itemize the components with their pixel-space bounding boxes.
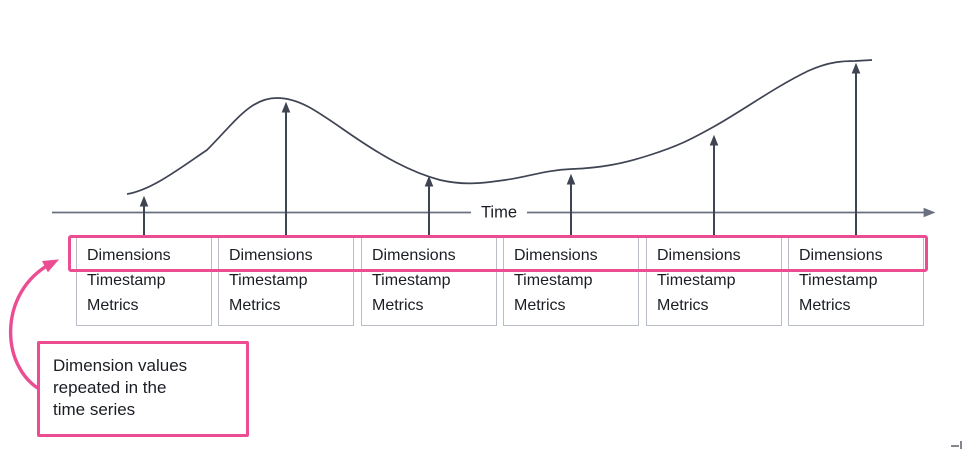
record-box-4: Dimensions Timestamp Metrics: [503, 235, 639, 326]
record-field-metrics: Metrics: [372, 297, 424, 314]
record-field-metrics: Metrics: [799, 297, 851, 314]
record-field-timestamp: Timestamp: [799, 272, 878, 289]
record-box-2: Dimensions Timestamp Metrics: [218, 235, 354, 326]
record-box-1: Dimensions Timestamp Metrics: [76, 235, 212, 326]
record-field-timestamp: Timestamp: [87, 272, 166, 289]
corner-artifact: [951, 441, 962, 449]
dimensions-highlight-rect: [68, 235, 928, 272]
record-field-timestamp: Timestamp: [514, 272, 593, 289]
annotation-line-3: time series: [53, 400, 136, 419]
record-field-dimensions: Dimensions: [799, 247, 883, 264]
annotation-line-1: Dimension values: [53, 356, 188, 375]
record-field-metrics: Metrics: [514, 297, 566, 314]
record-field-metrics: Metrics: [229, 297, 281, 314]
record-box-3: Dimensions Timestamp Metrics: [361, 235, 497, 326]
annotation-arrow: [8, 259, 60, 394]
record-field-metrics: Metrics: [657, 297, 709, 314]
record-field-dimensions: Dimensions: [514, 247, 598, 264]
record-box-5: Dimensions Timestamp Metrics: [646, 235, 782, 326]
record-field-metrics: Metrics: [87, 297, 139, 314]
record-field-dimensions: Dimensions: [229, 247, 313, 264]
record-field-timestamp: Timestamp: [372, 272, 451, 289]
annotation-line-2: repeated in the: [53, 378, 167, 397]
record-field-dimensions: Dimensions: [657, 247, 741, 264]
record-field-timestamp: Timestamp: [657, 272, 736, 289]
record-field-dimensions: Dimensions: [87, 247, 171, 264]
record-field-timestamp: Timestamp: [229, 272, 308, 289]
time-series-curve: [126, 59, 873, 195]
time-axis-label: Time: [470, 203, 528, 223]
record-field-dimensions: Dimensions: [372, 247, 456, 264]
annotation-callout: Dimension values repeated in the time se…: [37, 341, 249, 437]
record-box-6: Dimensions Timestamp Metrics: [788, 235, 924, 326]
